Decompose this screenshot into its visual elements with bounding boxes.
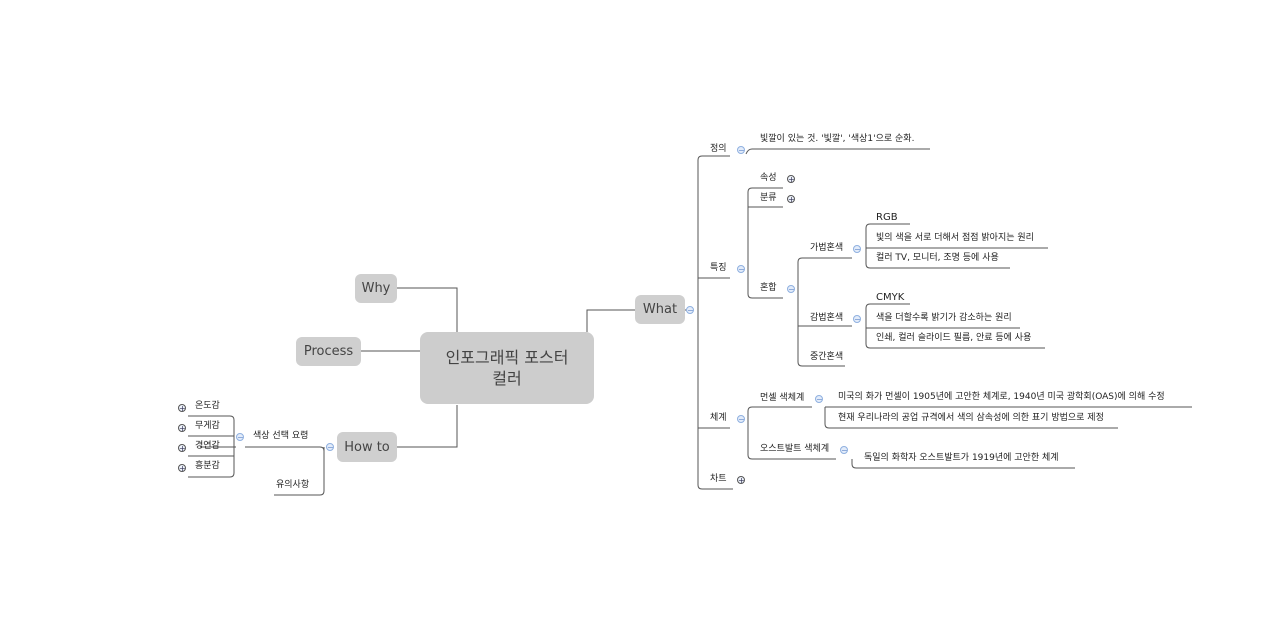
connector-munsell-children (824, 406, 1192, 429)
connector-mixing-children (797, 257, 852, 367)
collapse-subtractive-icon[interactable]: − (853, 315, 861, 324)
root-topic-line2: 컬러 (492, 369, 522, 388)
topic-process[interactable]: Process (296, 337, 361, 366)
node-features[interactable]: 특징 (710, 263, 727, 273)
expand-classification-icon[interactable]: + (787, 195, 795, 204)
topic-how-to[interactable]: How to (337, 432, 397, 462)
connector-root-howto (397, 405, 458, 448)
node-system[interactable]: 체계 (710, 413, 727, 423)
connector-root-why (396, 287, 458, 332)
root-topic-line1: 인포그래픽 포스터 (445, 348, 569, 367)
connector-what-trunk (685, 155, 733, 490)
node-subtractive[interactable]: 감법혼색 (810, 313, 844, 323)
expand-chart-icon[interactable]: + (737, 476, 745, 485)
node-ostwald[interactable]: 오스트발트 색체계 (760, 444, 830, 454)
connector-features-children (747, 187, 783, 299)
subtractive-item[interactable]: 인쇄, 컬러 슬라이드 필름, 안료 등에 사용 (876, 333, 1032, 343)
expand-attribute-icon[interactable]: + (787, 175, 795, 184)
collapse-mixing-icon[interactable]: − (787, 285, 795, 294)
connector-selection-children (188, 415, 236, 478)
node-definition-detail[interactable]: 빛깔이 있는 것. '빛깔', '색상1'으로 순화. (760, 134, 915, 144)
node-intermediate[interactable]: 중간혼색 (810, 352, 844, 362)
collapse-features-icon[interactable]: − (737, 265, 745, 274)
selection-item[interactable]: 흥분감 (195, 461, 220, 471)
connector-system-children (747, 406, 836, 460)
collapse-additive-icon[interactable]: − (853, 245, 861, 254)
node-selection-tips[interactable]: 색상 선택 요령 (253, 431, 309, 441)
munsell-item[interactable]: 미국의 화가 먼셀이 1905년에 고안한 체계로, 1940년 미국 광학회(… (838, 392, 1165, 402)
ostwald-item[interactable]: 독일의 화학자 오스트발트가 1919년에 고안한 체계 (864, 453, 1059, 463)
selection-item[interactable]: 경연감 (195, 441, 220, 451)
connector-ostwald-children (851, 459, 1075, 469)
additive-item[interactable]: 컬러 TV, 모니터, 조명 등에 사용 (876, 253, 999, 263)
expand-temperature-icon[interactable]: + (178, 404, 186, 413)
node-attribute[interactable]: 속성 (760, 173, 777, 183)
additive-item[interactable]: RGB (876, 212, 898, 223)
subtractive-item[interactable]: CMYK (876, 292, 905, 303)
additive-item[interactable]: 빛의 색을 서로 더해서 점점 밝아지는 원리 (876, 233, 1034, 243)
selection-item[interactable]: 무게감 (195, 421, 220, 431)
topic-why-label: Why (361, 281, 391, 296)
connector-subtractive-children (865, 303, 1045, 349)
collapse-selection-icon[interactable]: − (236, 433, 244, 442)
root-topic[interactable]: 인포그래픽 포스터 컬러 (420, 332, 594, 404)
node-cautions[interactable]: 유의사항 (276, 480, 310, 490)
node-chart[interactable]: 차트 (710, 474, 727, 484)
munsell-item[interactable]: 현재 우리나라의 공업 규격에서 색의 삼속성에 의한 표기 방법으로 제정 (838, 413, 1104, 423)
node-munsell[interactable]: 먼셀 색체계 (760, 393, 805, 403)
collapse-what-icon[interactable]: − (686, 306, 694, 315)
selection-item[interactable]: 온도감 (195, 401, 220, 411)
node-mixing[interactable]: 혼합 (760, 283, 777, 293)
expand-excitement-icon[interactable]: + (178, 464, 186, 473)
topic-why[interactable]: Why (355, 274, 397, 303)
topic-what[interactable]: What (635, 295, 685, 324)
collapse-definition-icon[interactable]: − (737, 146, 745, 155)
topic-what-label: What (642, 302, 678, 317)
collapse-munsell-icon[interactable]: − (815, 395, 823, 404)
node-definition[interactable]: 정의 (710, 144, 727, 154)
topic-process-label: Process (303, 344, 354, 359)
expand-hardness-icon[interactable]: + (178, 444, 186, 453)
node-classification[interactable]: 분류 (760, 193, 777, 203)
collapse-how-to-icon[interactable]: − (326, 443, 334, 452)
expand-weight-icon[interactable]: + (178, 424, 186, 433)
topic-how-to-label: How to (344, 439, 390, 455)
node-additive[interactable]: 가법혼색 (810, 243, 844, 253)
connector-root-what (586, 309, 635, 332)
collapse-ostwald-icon[interactable]: − (840, 446, 848, 455)
subtractive-item[interactable]: 색을 더할수록 밝기가 감소하는 원리 (876, 313, 1012, 323)
connector-additive-children (865, 223, 1048, 269)
connector-definition (745, 148, 930, 155)
collapse-system-icon[interactable]: − (737, 415, 745, 424)
